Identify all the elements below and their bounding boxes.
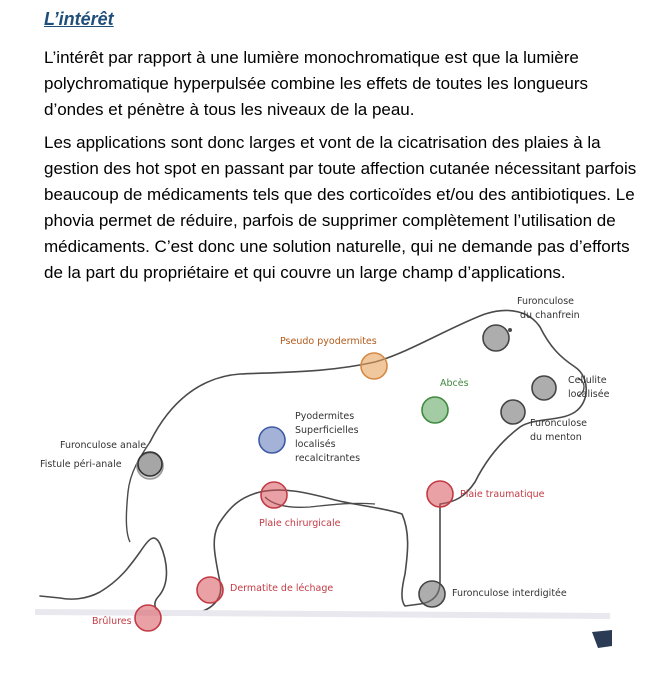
- label-furunculose-chanfrein-2: du chanfrein: [520, 310, 580, 321]
- label-furunculose-anale: Furonculose anale: [60, 440, 146, 451]
- marker-plaie-chirurgicale: [261, 482, 287, 508]
- label-cellulite-2: localisée: [568, 389, 610, 400]
- label-furunculose-menton-2: du menton: [530, 432, 582, 443]
- marker-furunculose-interdigitee: [419, 581, 445, 607]
- marker-pyodermites: [259, 427, 285, 453]
- marker-brulures: [135, 605, 161, 631]
- label-pseudo-pyodermites: Pseudo pyodermites: [280, 336, 377, 347]
- dog-eye: [508, 328, 512, 332]
- applications-paragraph: Les applications sont donc larges et von…: [44, 130, 644, 286]
- label-pyodermites-4: recalcitrantes: [295, 453, 360, 464]
- marker-plaie-traumatique: [427, 481, 453, 507]
- label-plaie-traumatique: Plaie traumatique: [460, 489, 545, 500]
- label-plaie-chirurgicale: Plaie chirurgicale: [259, 518, 341, 529]
- section-heading: L’intérêt: [44, 9, 114, 30]
- label-pyodermites-2: Superficielles: [295, 425, 359, 436]
- marker-furunculose-chanfrein: [483, 325, 509, 351]
- label-fistule-peri-anale: Fistule péri-anale: [40, 459, 122, 470]
- marker-abces: [422, 397, 448, 423]
- label-furunculose-chanfrein-1: Furonculose: [517, 296, 574, 307]
- marker-cellulite: [532, 376, 556, 400]
- marker-dermatite-lechage: [197, 577, 223, 603]
- label-furunculose-interdigitee: Furonculose interdigitée: [452, 588, 567, 599]
- label-dermatite-lechage: Dermatite de léchage: [230, 583, 333, 594]
- label-pyodermites-3: localisés: [295, 439, 336, 450]
- intro-paragraph: L’intérêt par rapport à une lumière mono…: [44, 45, 644, 123]
- label-furunculose-menton-1: Furonculose: [530, 418, 587, 429]
- label-pyodermites-1: Pyodermites: [295, 411, 354, 422]
- marker-pseudo-pyodermites: [361, 353, 387, 379]
- label-abces: Abcès: [440, 378, 469, 389]
- marker-furunculose-menton: [501, 400, 525, 424]
- label-cellulite-1: Cellulite: [568, 375, 607, 386]
- dog-illustration: Furonculose du chanfrein Pseudo pyodermi…: [30, 282, 630, 652]
- marker-furunculose-anale: [138, 452, 162, 476]
- label-brulures: Brûlures: [92, 616, 132, 627]
- corner-mark: [592, 630, 612, 648]
